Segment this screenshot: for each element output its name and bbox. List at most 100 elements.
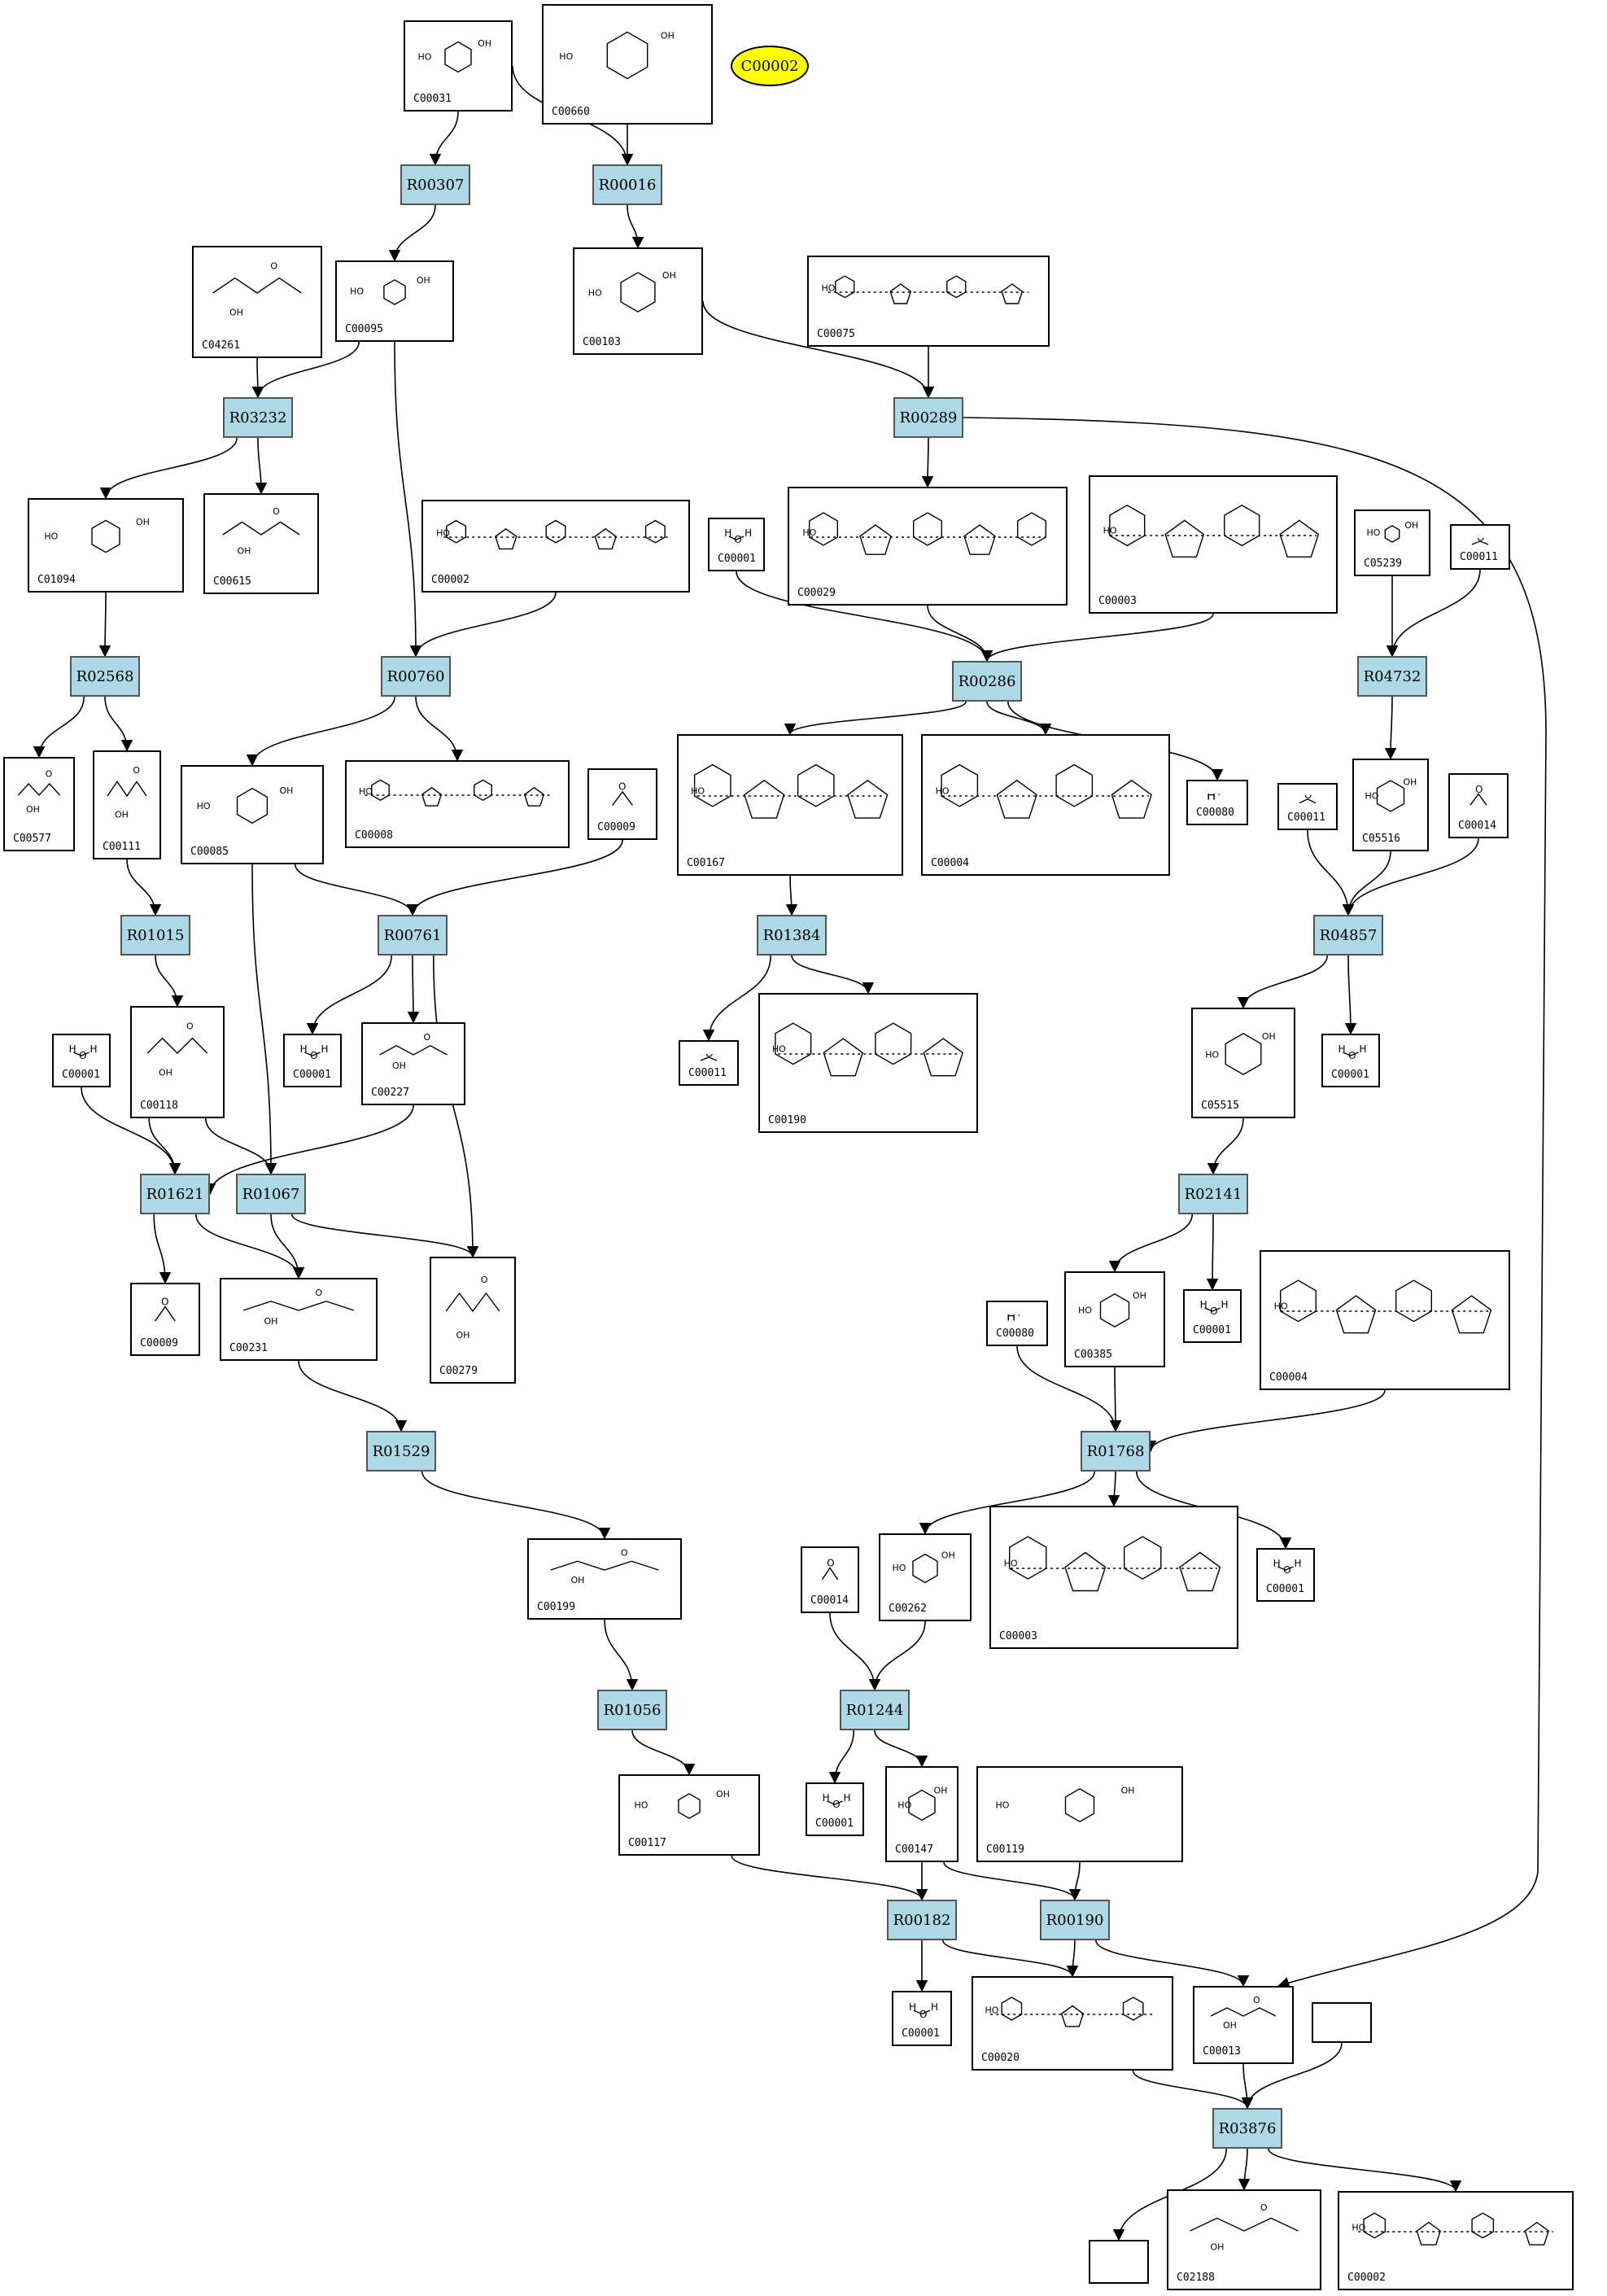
- reaction-node[interactable]: R00182: [887, 1900, 957, 1940]
- reaction-node[interactable]: R00286: [952, 661, 1022, 702]
- reaction-node[interactable]: R03232: [223, 397, 293, 438]
- reaction-node[interactable]: R00307: [400, 164, 470, 205]
- reaction-node[interactable]: R01621: [140, 1174, 210, 1214]
- reaction-node[interactable]: R02568: [70, 656, 140, 697]
- structure-sketch: HOH: [69, 1043, 98, 1061]
- reaction-node[interactable]: R00190: [1040, 1900, 1110, 1940]
- reaction-edge: [255, 437, 268, 495]
- molecule-structure: HO: [817, 265, 1040, 319]
- reaction-node[interactable]: R04857: [1313, 915, 1383, 956]
- compound-box[interactable]: H⁺C00080: [986, 1301, 1048, 1346]
- compound-id: C00001: [62, 1069, 100, 1081]
- svg-text:O: O: [310, 1050, 317, 1060]
- reaction-edge: [1386, 569, 1481, 658]
- svg-text:O: O: [1253, 1996, 1260, 2005]
- svg-text:H: H: [90, 1043, 98, 1055]
- reaction-node[interactable]: R02141: [1178, 1174, 1248, 1214]
- reaction-node[interactable]: R00760: [381, 656, 451, 697]
- reaction-edge: [1237, 955, 1328, 1009]
- reaction-node[interactable]: R01067: [236, 1174, 306, 1214]
- svg-text:O: O: [705, 1054, 713, 1060]
- reaction-node[interactable]: R00289: [893, 397, 963, 438]
- reaction-node[interactable]: R01056: [597, 1690, 667, 1730]
- compound-box-empty[interactable]: [1089, 2240, 1149, 2284]
- reaction-edge: [784, 701, 967, 736]
- compound-id: C00231: [229, 1342, 268, 1354]
- highlighted-compound[interactable]: C00002: [731, 46, 809, 86]
- svg-text:HO: HO: [436, 528, 450, 539]
- compound-box[interactable]: H⁺C00080: [1186, 780, 1248, 825]
- svg-text:OH: OH: [456, 1330, 470, 1340]
- svg-text:H: H: [823, 1792, 830, 1804]
- compound-id: C00011: [1460, 551, 1498, 563]
- reaction-node[interactable]: R01384: [757, 915, 827, 956]
- reaction-node[interactable]: R00761: [378, 915, 448, 956]
- reaction-edge: [631, 1730, 696, 1776]
- reaction-node[interactable]: R01244: [840, 1690, 910, 1730]
- reaction-node[interactable]: R03876: [1212, 2108, 1282, 2149]
- reaction-node[interactable]: R01768: [1081, 1431, 1151, 1472]
- reaction-node[interactable]: R01529: [366, 1431, 436, 1472]
- reaction-node[interactable]: R00016: [592, 164, 662, 205]
- compound-box-empty[interactable]: [1312, 2002, 1372, 2043]
- svg-text:OH: OH: [1404, 520, 1418, 531]
- svg-text:O: O: [161, 1296, 168, 1307]
- reaction-node[interactable]: R01015: [120, 915, 190, 956]
- reaction-node[interactable]: R04732: [1357, 656, 1427, 697]
